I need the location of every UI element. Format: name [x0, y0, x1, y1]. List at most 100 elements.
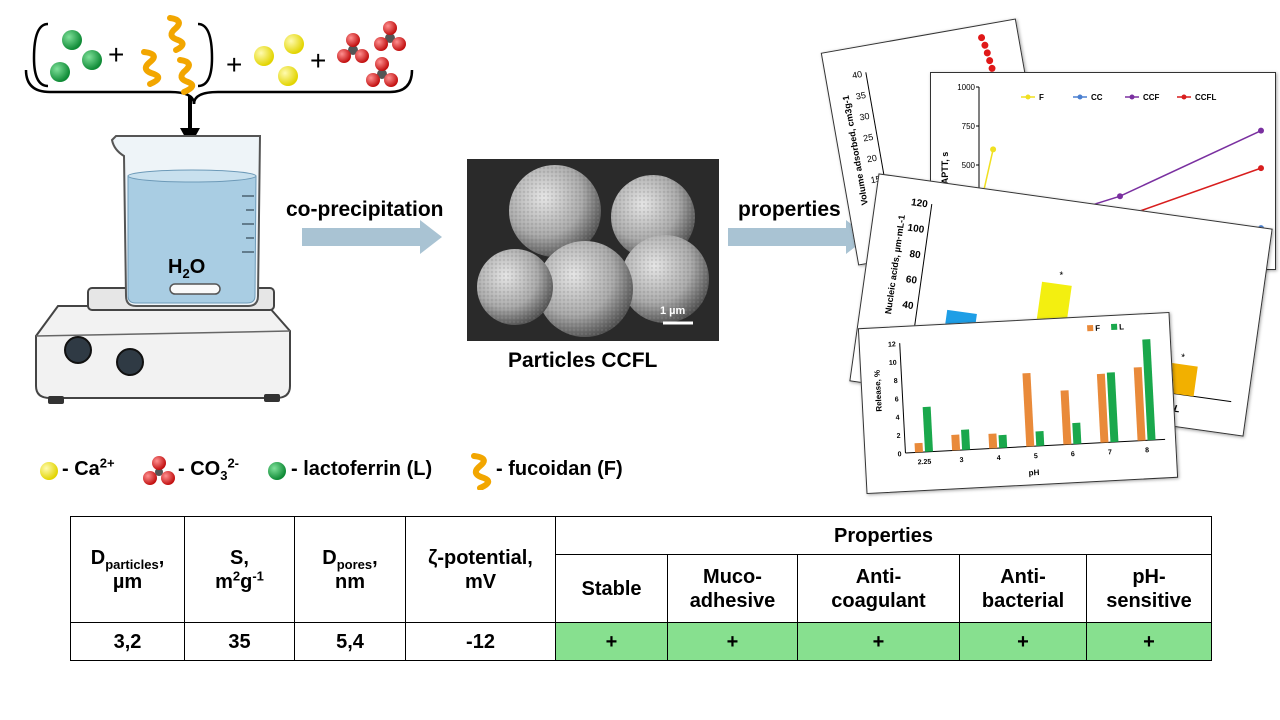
aptt-point	[1258, 165, 1264, 172]
header-zeta-potential: ζ-potential, mV	[405, 516, 556, 623]
header-properties: Properties	[554, 516, 1213, 555]
release-y-tick: 6	[895, 396, 899, 403]
value-d-particles: 3,2	[70, 622, 185, 661]
sem-scale-label: 1 µm	[660, 305, 686, 317]
stirrer-beaker-illustration	[35, 135, 291, 404]
mark-mucoadhesive: +	[667, 622, 798, 661]
bet-point	[986, 57, 994, 65]
release-legend-swatch	[1110, 323, 1118, 331]
release-bar-f	[951, 434, 961, 451]
calcium-sphere	[278, 66, 298, 86]
release-y-tick: 0	[897, 451, 901, 458]
header-mucoadhesive: Muco-adhesive	[667, 554, 798, 623]
header-surface-area: S, m2g-1	[184, 516, 295, 623]
release-bar-l	[1142, 339, 1156, 441]
aptt-legend-marker	[1025, 94, 1031, 100]
aptt-point	[1258, 127, 1264, 134]
bet-point	[983, 49, 991, 57]
beaker-water	[127, 175, 257, 304]
bracket-left	[32, 22, 49, 88]
fucoidan-strand	[167, 15, 186, 53]
lactoferrin-sphere	[82, 50, 102, 70]
aptt-legend-marker	[1181, 94, 1187, 100]
fucoidan-strand	[141, 49, 162, 87]
mark-antibacterial: +	[959, 622, 1087, 661]
bet-y-tick: 30	[859, 111, 871, 123]
header-antibacterial: Anti-bacterial	[959, 554, 1087, 623]
aptt-y-tick: 1000	[957, 83, 975, 92]
lactoferrin-sphere	[50, 62, 70, 82]
legend-fucoidan-icon	[471, 453, 492, 490]
release-bar-f	[1133, 367, 1146, 441]
bet-y-tick: 35	[855, 90, 867, 102]
carbonate-cluster	[337, 33, 369, 63]
header-stable: Stable	[555, 554, 668, 623]
release-x-tick: 7	[1108, 449, 1112, 456]
mark-stable: +	[555, 622, 668, 661]
calcium-sphere	[284, 34, 304, 54]
release-xlabel: pH	[1028, 467, 1040, 478]
carbonate-cluster	[374, 21, 406, 51]
bet-y-tick: 15	[870, 174, 882, 186]
release-bar-l	[1106, 372, 1119, 443]
mark-anticoagulant: +	[797, 622, 960, 661]
release-x-tick: 8	[1145, 447, 1149, 454]
release-legend-label: L	[1119, 322, 1124, 331]
stir-bar	[169, 283, 221, 295]
step-arrow-1	[302, 220, 442, 254]
release-bar-l	[998, 434, 1008, 449]
release-y-tick: 2	[897, 433, 901, 440]
plus-sign: +	[310, 45, 326, 76]
step-properties-label: properties	[738, 198, 841, 221]
nucleic-y-tick: 40	[902, 300, 915, 313]
calcium-sphere	[254, 46, 274, 66]
legend-lactoferrin-icon	[268, 462, 286, 480]
bet-y-tick: 20	[866, 153, 878, 165]
release-bar-f	[1060, 390, 1072, 445]
stirrer-knob	[116, 348, 144, 376]
plus-sign: +	[108, 39, 124, 70]
legend-carbonate-label: - CO32-	[178, 455, 240, 483]
bet-point	[988, 64, 996, 72]
nucleic-y-tick: 120	[910, 197, 928, 210]
release-y-tick: 8	[894, 378, 898, 385]
value-zeta-potential: -12	[405, 622, 556, 661]
header-ph-sensitive: pH-sensitive	[1085, 554, 1213, 623]
release-bar-l	[1035, 431, 1045, 447]
carbonate-cluster	[366, 57, 398, 87]
legend-fucoidan-label: - fucoidan (F)	[496, 458, 623, 480]
release-bar-l	[1072, 422, 1082, 445]
release-legend-label: F	[1095, 324, 1100, 333]
aptt-legend-label: CC	[1091, 93, 1103, 102]
step-coprecipitation-label: co-precipitation	[286, 198, 444, 221]
bet-y-tick: 25	[862, 132, 874, 144]
sem-caption: Particles CCFL	[508, 349, 658, 372]
fucoidan-strand	[177, 57, 196, 95]
release-x-tick: 2.25	[918, 459, 932, 467]
header-d-particles: Dparticles, µm	[70, 516, 185, 623]
release-legend-swatch	[1087, 324, 1094, 332]
release-x-tick: 5	[1034, 453, 1038, 460]
release-x-tick: 4	[997, 455, 1001, 462]
step-arrow-2	[728, 220, 868, 254]
header-d-pores: Dpores, nm	[294, 516, 406, 623]
legend-calcium-icon	[40, 462, 58, 480]
properties-table: Dparticles, µm S, m2g-1 Dpores, nm ζ-pot…	[70, 516, 1213, 661]
release-y-tick: 12	[888, 341, 896, 348]
release-bar-l	[961, 429, 971, 450]
aptt-y-tick: 750	[962, 122, 976, 131]
bet-point	[978, 34, 986, 42]
aptt-legend-label: CCFL	[1195, 93, 1216, 102]
header-anticoagulant: Anti-coagulant	[797, 554, 960, 623]
stirrer-knob	[64, 336, 92, 364]
release-bar-f	[914, 442, 924, 453]
release-x-axis	[905, 438, 1166, 454]
release-bar-f	[1096, 373, 1109, 443]
mark-ph-sensitive: +	[1085, 622, 1213, 661]
nucleic-y-tick: 100	[907, 223, 925, 236]
release-y-axis	[899, 343, 906, 453]
bet-point	[981, 41, 989, 49]
legend-carbonate-icon	[143, 456, 175, 485]
legend-calcium-label: - Ca2+	[62, 455, 115, 480]
